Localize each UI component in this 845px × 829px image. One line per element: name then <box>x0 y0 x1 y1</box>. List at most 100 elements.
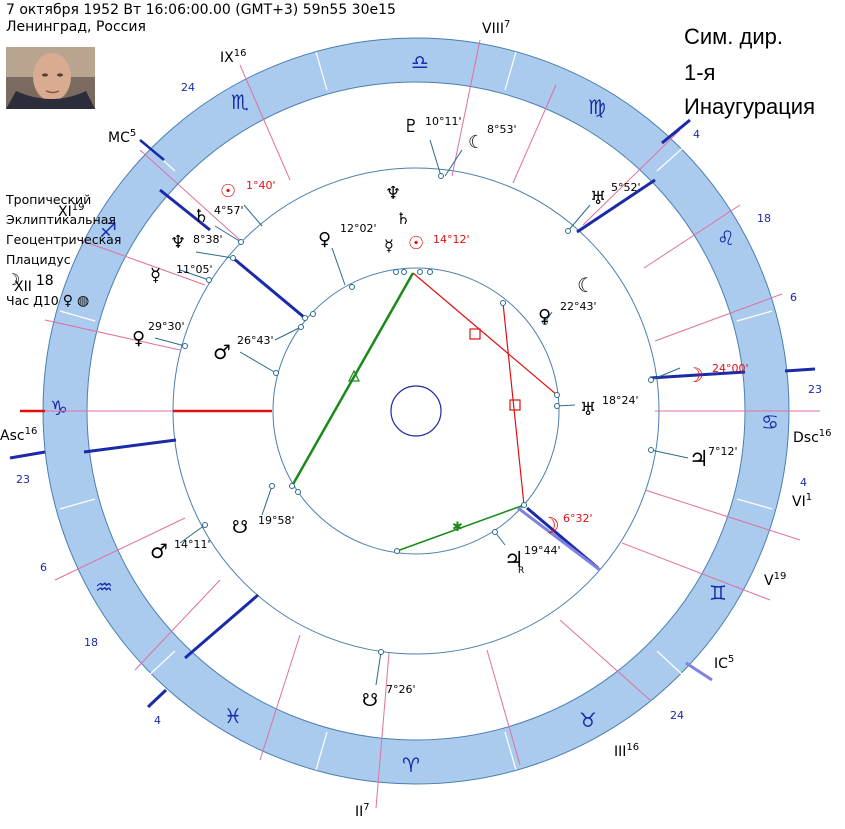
venus3-icon: ♀ <box>318 229 331 250</box>
node2-icon: ☋ <box>362 690 378 711</box>
settings-hour-label: Час Д10 <box>6 293 59 308</box>
virgo-icon: ♍ <box>588 95 606 119</box>
mc-label: MC5 <box>108 128 136 146</box>
house-11-label: XI19 <box>58 202 84 220</box>
node-degree: 19°58' <box>258 514 295 527</box>
pisces-icon: ♓ <box>224 704 242 728</box>
venus-icon: ♀ <box>538 306 551 327</box>
mars2-degree: 14°11' <box>174 538 211 551</box>
saturn2-icon: ♄ <box>396 209 410 228</box>
svg-text:6: 6 <box>40 561 47 574</box>
title-line-3: Инаугурация <box>684 94 816 119</box>
center-circle <box>390 385 442 437</box>
svg-text:4: 4 <box>800 476 807 489</box>
pluto-icon: ♇ <box>403 116 419 137</box>
cancer-icon: ♋ <box>761 410 779 434</box>
planet-positions: ♇ 10°11' ☾ 8°53' ♅ 5°52' ☾ ♀ 22°43' ☽ 24… <box>132 115 749 711</box>
jupiter-degree: 7°12' <box>708 445 738 458</box>
svg-text:4: 4 <box>693 128 700 141</box>
venus2-degree: 29°30' <box>148 320 185 333</box>
moon-icon: ☽ <box>686 363 704 387</box>
venus-icon: ♀ <box>62 293 73 309</box>
lilith-icon: ☾ <box>468 132 484 153</box>
house-8-label: VIII7 <box>482 19 510 37</box>
saturn-degree: 4°57' <box>214 204 244 217</box>
jupiter-icon: ♃ <box>689 447 709 472</box>
svg-text:24: 24 <box>670 709 684 722</box>
fortune-icon: ◍ <box>76 293 90 309</box>
degree-numbers: 24 4 18 6 23 4 24 4 18 6 23 <box>16 81 822 727</box>
neptune-degree: 8°38' <box>193 233 223 246</box>
venus2-icon: ♀ <box>132 328 145 349</box>
planet-connectors <box>154 139 689 686</box>
svg-text:18: 18 <box>757 212 771 225</box>
venus-degree: 22°43' <box>560 300 597 313</box>
node-icon: ☋ <box>232 517 248 538</box>
moon-icon: ☽ <box>6 270 21 289</box>
chart-datetime: 7 октября 1952 Вт 16:06:00.00 (GMT+3) 59… <box>6 2 396 18</box>
angle-lines <box>9 118 816 709</box>
moon-degree: 24°00' <box>712 362 749 375</box>
settings-hour: ☽ <box>6 270 121 291</box>
aquarius-icon: ♒ <box>95 575 113 599</box>
inner-ring <box>272 267 560 555</box>
jupiter2-icon: ♃ <box>504 548 524 573</box>
house-5-label: V19 <box>764 571 786 589</box>
svg-text:6: 6 <box>790 291 797 304</box>
uranus2-icon: ♅ <box>580 399 596 420</box>
pluto-degree: 10°11' <box>425 115 462 128</box>
house-9-label: IX16 <box>220 48 246 66</box>
mars-degree: 26°43' <box>237 334 274 347</box>
mercury2-icon: ☿ <box>384 236 394 255</box>
uranus-degree: 5°52' <box>611 181 641 194</box>
libra-icon: ♎ <box>411 50 429 74</box>
house-cusp-lines <box>25 39 820 809</box>
ic-line <box>685 661 713 682</box>
asc-label: Asc16 <box>0 426 37 444</box>
mercury-icon: ☿ <box>150 265 161 286</box>
chart-settings: Тропический Эклиптикальная Геоцентрическ… <box>6 190 121 311</box>
house-3-label: III16 <box>614 742 639 760</box>
svg-text:23: 23 <box>16 473 30 486</box>
aspect-lines: ✱ <box>290 272 558 552</box>
ic-label: IC5 <box>714 654 734 672</box>
settings-zodiac: Тропический <box>6 192 92 207</box>
svg-text:18: 18 <box>84 636 98 649</box>
svg-text:24: 24 <box>181 81 195 94</box>
sagittarius-icon: ♐ <box>99 218 117 242</box>
sun-degree: 1°40' <box>246 179 276 192</box>
moon2-icon: ☽ <box>540 514 560 539</box>
mars-icon: ♂ <box>213 340 231 364</box>
svg-text:23: 23 <box>808 383 822 396</box>
dsc-label: Dsc16 <box>793 428 832 446</box>
svg-text:✱: ✱ <box>452 520 463 535</box>
venus3-degree: 12°02' <box>340 222 377 235</box>
title-line-1: Сим. дир. <box>684 24 783 49</box>
neptune-icon: ♆ <box>170 232 186 253</box>
house-6-label: VI1 <box>792 492 812 510</box>
uranus-icon: ♅ <box>590 188 606 209</box>
lilith-degree: 8°53' <box>487 123 517 136</box>
lilith2-icon: ☾ <box>577 273 595 297</box>
mars2-icon: ♂ <box>150 539 168 563</box>
leo-icon: ♌ <box>717 226 735 250</box>
neptune2-icon: ♆ <box>385 183 401 204</box>
taurus-icon: ♉ <box>579 708 597 732</box>
house-2-label: II7 <box>355 802 370 820</box>
capricorn-icon: ♑ <box>50 396 68 420</box>
settings-houses: Плацидус <box>6 252 71 267</box>
portrait-photo <box>6 47 95 109</box>
aries-icon: ♈ <box>402 753 420 777</box>
jupiter2-degree: 19°44' <box>524 544 561 557</box>
mercury-degree: 11°05' <box>176 263 213 276</box>
gemini-icon: ♊ <box>709 581 727 605</box>
sun-icon: ☉ <box>220 181 236 202</box>
saturn-icon: ♄ <box>193 206 209 227</box>
svg-text:4: 4 <box>154 714 161 727</box>
sun2-icon: ☉ <box>408 233 424 254</box>
zodiac-signs: ♎ ♍ ♌ ♋ ♊ ♉ ♈ ♓ ♒ ♑ ♐ ♏ <box>50 50 779 777</box>
settings-center: Геоцентрическая <box>6 232 122 247</box>
